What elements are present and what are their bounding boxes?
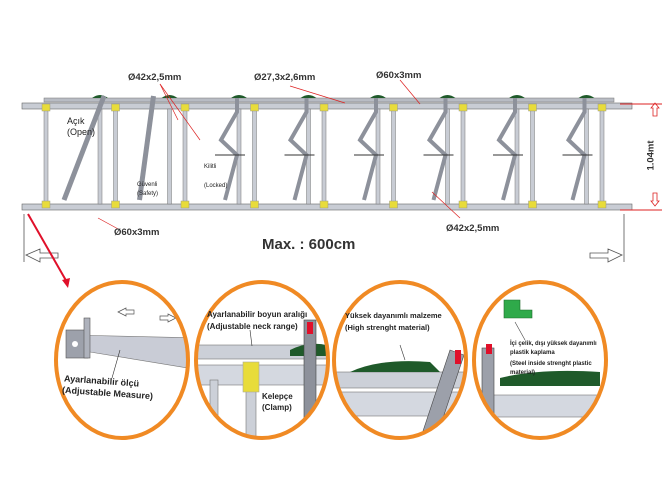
frame-post <box>460 108 466 205</box>
clamp-en: (Clamp) <box>262 403 292 412</box>
state-safety: Güvenli <box>137 182 158 188</box>
frame-post <box>530 108 535 205</box>
frame-post <box>167 108 172 205</box>
headlock-bar <box>496 98 518 201</box>
headlock-frame <box>21 95 633 211</box>
state-open: Açık <box>67 116 85 126</box>
state-open-en: (Open) <box>67 127 96 137</box>
clamp <box>250 103 259 112</box>
detail-circles <box>54 280 608 440</box>
clamp <box>597 103 607 112</box>
clamp <box>528 200 537 209</box>
clamp <box>389 103 398 112</box>
clamp <box>528 103 537 112</box>
frame-post <box>391 108 396 205</box>
dim-top-right: Ø60x3mm <box>376 70 422 81</box>
state-locked-en: (Locked) <box>204 183 228 189</box>
height-dim: 1.04mt <box>645 140 657 171</box>
dim-top-left: Ø42x2,5mm <box>128 72 182 83</box>
dim-bottom-right: Ø42x2,5mm <box>446 223 500 234</box>
clamp <box>180 200 190 209</box>
plastic-cover <box>300 95 317 98</box>
dim-bottom-left: Ø60x3mm <box>114 227 160 238</box>
plastic-cover <box>370 95 386 98</box>
plastic-cover <box>231 95 247 98</box>
plastic-cover <box>439 95 456 98</box>
headlock-bar <box>287 98 309 201</box>
clamp <box>389 200 398 209</box>
clamp <box>41 103 51 112</box>
headlock-bar <box>426 98 448 201</box>
clamp-tr: Kelepçe <box>262 392 293 401</box>
frame-post <box>97 108 103 205</box>
detail4-tr: İçi çelik, dışı yüksek dayanımlı plastik… <box>510 341 597 356</box>
clamp <box>597 200 607 209</box>
dim-top-mid: Ø27,3x2,6mm <box>254 72 316 83</box>
frame-post <box>43 108 49 205</box>
frame-post <box>182 108 188 205</box>
state-safety-en: (Safety) <box>137 191 159 197</box>
clamp <box>458 103 468 112</box>
clamp <box>250 200 259 209</box>
frame-post <box>321 108 327 205</box>
frame-post <box>252 108 257 205</box>
clamp <box>319 103 329 112</box>
clamp <box>319 200 329 209</box>
clamp <box>458 200 468 209</box>
clamp <box>41 200 51 209</box>
detail4-en: (Steel inside strenght plastic material) <box>510 361 592 376</box>
frame-post <box>113 108 118 205</box>
plastic-cover <box>509 95 525 98</box>
plastic-cover <box>578 95 595 98</box>
headlock-bar <box>61 95 107 201</box>
clamp <box>111 200 120 209</box>
headlock-bar <box>357 98 379 201</box>
max-length: Max. : 600cm <box>262 236 356 253</box>
headlock-bar <box>218 98 240 201</box>
detail3-en: (High strenght material) <box>345 323 430 332</box>
clamp <box>111 103 120 112</box>
headlock-bar <box>565 98 587 201</box>
detail2-tr: Ayarlanabilir boyun aralığı <box>207 310 308 319</box>
state-locked: Kilitli <box>204 164 217 170</box>
clamp <box>180 103 190 112</box>
frame-post <box>599 108 605 205</box>
detail3-tr: Yüksek dayanımlı malzeme <box>345 311 442 320</box>
detail2-en: (Adjustable neck range) <box>207 322 298 331</box>
headlock-bar <box>137 95 156 201</box>
